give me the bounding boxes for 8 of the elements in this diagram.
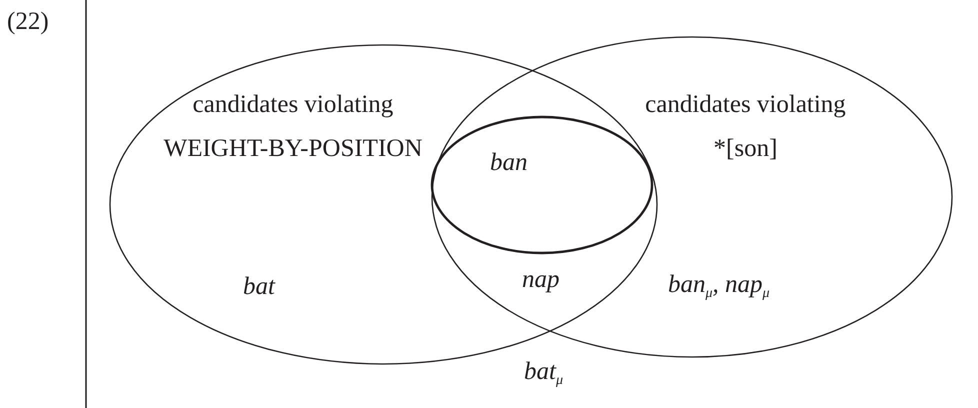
example-number: (22) xyxy=(7,8,49,36)
member-list: bat$_{μ}$ xyxy=(524,358,563,389)
set-label: candidates violating WEIGHT-BY-POSITION xyxy=(162,90,424,164)
member-list: nap xyxy=(522,266,560,294)
set-label: ban xyxy=(490,148,528,178)
member-list: ban$_{μ}$, nap$_{μ}$ xyxy=(668,263,808,316)
member-list: bat xyxy=(243,265,303,309)
set-label: candidates violating *[son] xyxy=(644,90,847,164)
